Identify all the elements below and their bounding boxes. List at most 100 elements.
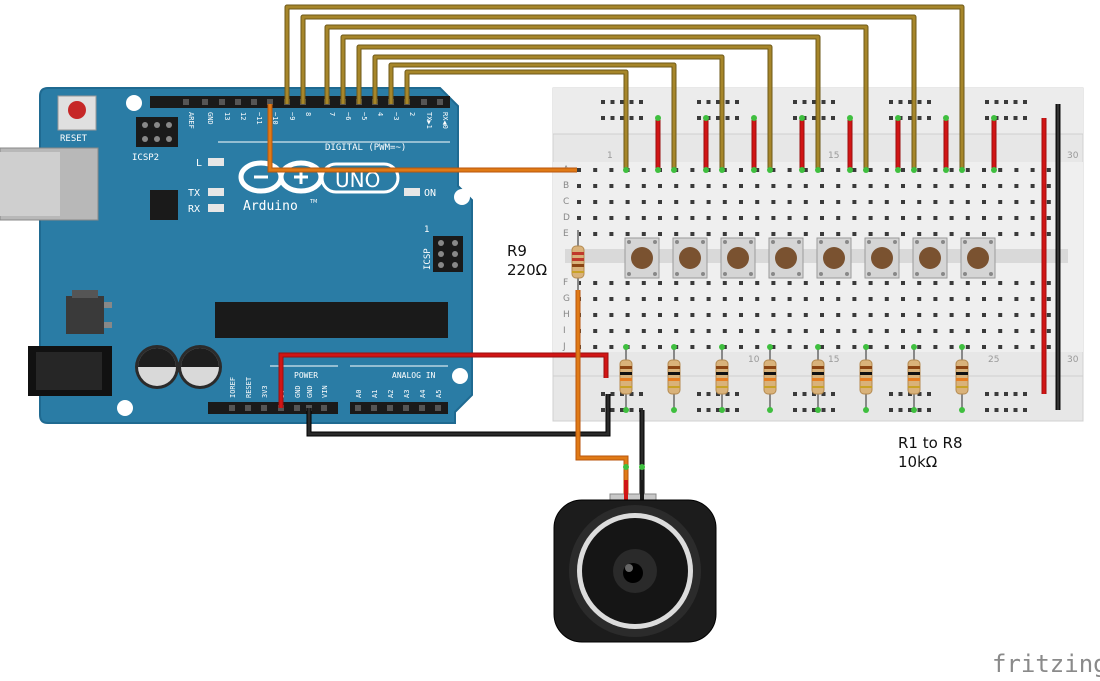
button-pin	[989, 272, 993, 276]
pushbutton[interactable]	[672, 237, 708, 279]
wire-endpoint	[959, 167, 965, 173]
pushbutton[interactable]	[720, 237, 756, 279]
rail-hole	[889, 408, 893, 412]
breadboard-hole	[593, 184, 598, 188]
breadboard-hole	[803, 313, 808, 317]
pushbutton[interactable]	[768, 237, 804, 279]
row-letter-c: C	[563, 197, 569, 207]
button-pin	[867, 240, 871, 244]
button-pin	[867, 272, 871, 276]
breadboard-hole	[852, 232, 857, 236]
pushbutton[interactable]	[960, 237, 996, 279]
breadboard-hole	[917, 313, 922, 317]
breadboard-hole	[1046, 329, 1051, 333]
breadboard-hole	[609, 313, 614, 317]
analog-pin-label: A2	[387, 390, 395, 398]
reset-button[interactable]	[57, 95, 97, 131]
lead-endpoint	[911, 407, 917, 413]
rail-hole	[1023, 408, 1027, 412]
breadboard-hole	[884, 168, 889, 172]
pushbutton[interactable]	[624, 237, 660, 279]
breadboard-hole	[949, 297, 954, 301]
digital-pin-label: 8	[304, 112, 312, 116]
breadboard-hole	[641, 345, 646, 349]
resistor-band	[812, 372, 824, 375]
digital-pin-label: 12	[239, 112, 247, 120]
resistor-body	[619, 359, 633, 395]
button-pin	[701, 240, 705, 244]
breadboard-hole	[739, 345, 743, 349]
breadboard-hole	[641, 232, 646, 236]
breadboard-hole	[917, 200, 922, 204]
wire-endpoint	[991, 115, 997, 121]
breadboard-hole	[739, 232, 743, 236]
breadboard-hole	[1014, 345, 1019, 349]
button-pin	[627, 272, 631, 276]
wire-endpoint	[943, 167, 949, 173]
breadboard-hole	[641, 200, 646, 204]
wire-endpoint	[863, 167, 869, 173]
button-pin	[675, 240, 679, 244]
rail-hole	[994, 392, 999, 396]
rail-hole	[735, 116, 739, 120]
breadboard-hole	[593, 345, 598, 349]
power-pin-label: RESET	[245, 376, 253, 398]
rail-hole	[1013, 408, 1018, 412]
rail-hole	[1004, 116, 1008, 120]
col-number-top-15: 15	[828, 151, 839, 161]
rail-hole	[697, 408, 701, 412]
wire-endpoint	[655, 115, 661, 121]
rail-hole	[1013, 392, 1018, 396]
digital-wire-core	[285, 5, 964, 170]
rail-hole	[620, 116, 624, 120]
row-letter-f: F	[563, 278, 568, 288]
resistor-band	[764, 386, 776, 388]
breadboard-hole	[998, 216, 1003, 220]
digital-pin-label: ~9	[288, 112, 296, 120]
rail-hole	[639, 116, 643, 120]
breadboard-hole	[690, 345, 695, 349]
lead-endpoint	[815, 407, 821, 413]
breadboard-hole	[1014, 216, 1019, 220]
pulldown-resistor	[715, 344, 729, 413]
breadboard-hole	[901, 345, 905, 349]
rail-hole	[601, 116, 605, 120]
breadboard-hole	[755, 232, 760, 236]
header-pin-hole	[435, 405, 441, 411]
breadboard-hole	[998, 281, 1003, 285]
icsp2-header	[136, 117, 178, 147]
breadboard-hole	[820, 200, 824, 204]
pushbutton[interactable]	[816, 237, 852, 279]
breadboard-hole	[771, 168, 776, 172]
breadboard-hole	[836, 297, 841, 301]
wire-endpoint	[815, 167, 821, 173]
breadboard-hole	[901, 297, 905, 301]
breadboard-hole	[1030, 184, 1035, 188]
pushbutton[interactable]	[912, 237, 948, 279]
breadboard-hole	[820, 281, 824, 285]
breadboard-hole	[706, 216, 711, 220]
resistor-band	[908, 386, 920, 388]
rail-hole	[620, 100, 624, 104]
breadboard-hole	[803, 200, 808, 204]
breadboard-hole	[982, 329, 986, 333]
breadboard-hole	[884, 297, 889, 301]
lead-endpoint	[671, 407, 677, 413]
breadboard-hole	[965, 232, 970, 236]
breadboard-hole	[836, 184, 841, 188]
breadboard-hole	[868, 168, 873, 172]
breadboard-hole	[690, 216, 695, 220]
breadboard-hole	[609, 281, 614, 285]
led-on	[404, 188, 420, 196]
reset-label: RESET	[60, 134, 88, 144]
rail-hole	[889, 392, 893, 396]
resistor-band	[716, 372, 728, 375]
rail-hole	[889, 100, 893, 104]
breadboard-hole	[884, 281, 889, 285]
pushbutton[interactable]	[864, 237, 900, 279]
rail-hole	[735, 392, 739, 396]
rail-jumpers	[655, 115, 997, 173]
breadboard-hole	[901, 216, 905, 220]
breadboard-hole	[609, 345, 614, 349]
